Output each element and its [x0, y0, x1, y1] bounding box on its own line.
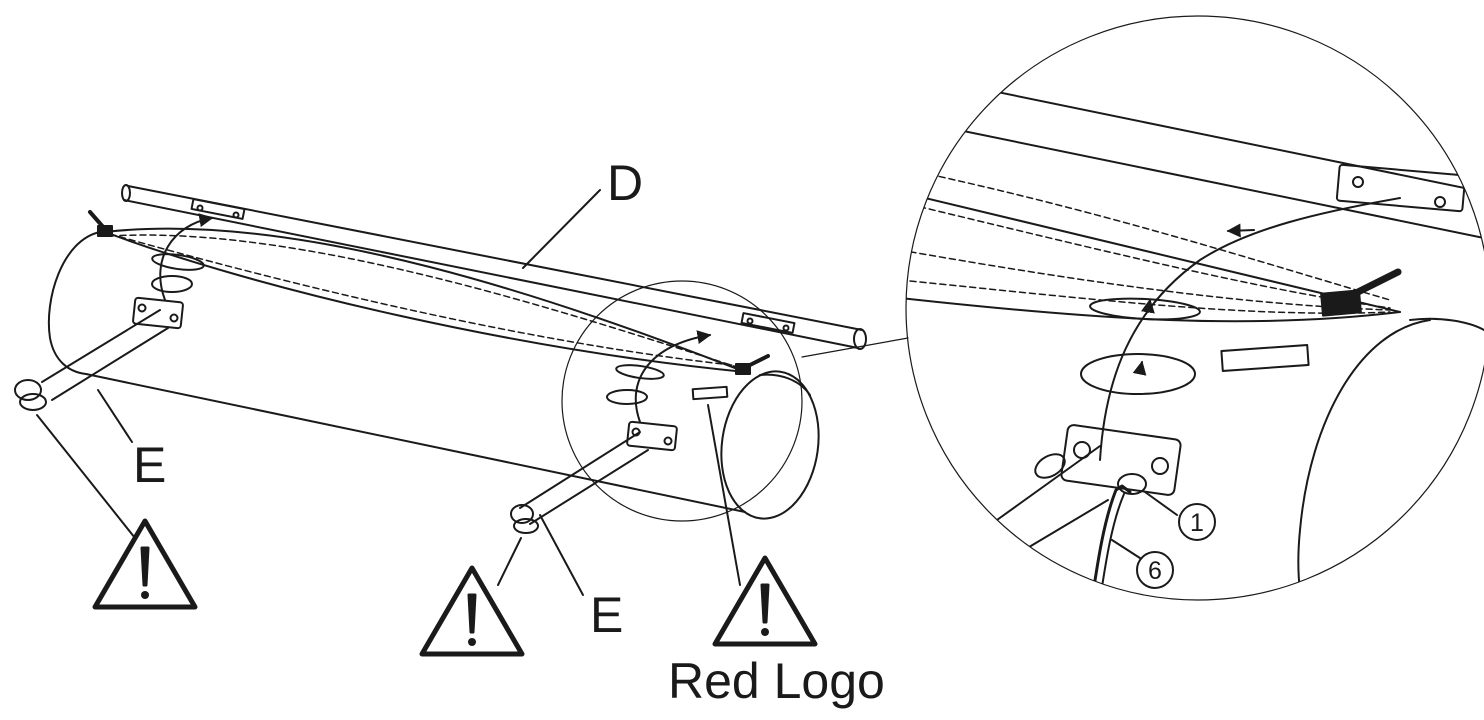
leader-line-logo: [707, 404, 741, 586]
detail-circle: [561, 280, 803, 522]
zoom-detail: 1 6: [905, 15, 1484, 601]
leg-e-right: [497, 420, 678, 596]
callout-circle-6: [1136, 551, 1174, 589]
warning-triangle-icon: [92, 518, 198, 610]
callout-circle-1: [1178, 503, 1216, 541]
rod-d: [121, 184, 867, 350]
fabric-cover: [88, 210, 770, 375]
leader-line-e-left: [97, 389, 133, 443]
leg-e-left: [14, 296, 184, 539]
detail-connector: [801, 337, 909, 358]
red-logo-decal: [691, 385, 729, 401]
callout-number-6: 6: [1148, 557, 1162, 585]
mounting-holes: [151, 213, 712, 423]
cylinder-body: [47, 230, 820, 520]
label-red-logo: Red Logo: [668, 653, 885, 709]
label-d: D: [607, 155, 644, 211]
callout-number-1: 1: [1190, 509, 1204, 537]
warning-triangle-icon: [419, 565, 525, 657]
label-e-left: E: [133, 437, 167, 493]
label-e-right: E: [590, 587, 624, 643]
leader-line-d: [522, 189, 601, 269]
warning-triangle-icon: [712, 555, 818, 647]
